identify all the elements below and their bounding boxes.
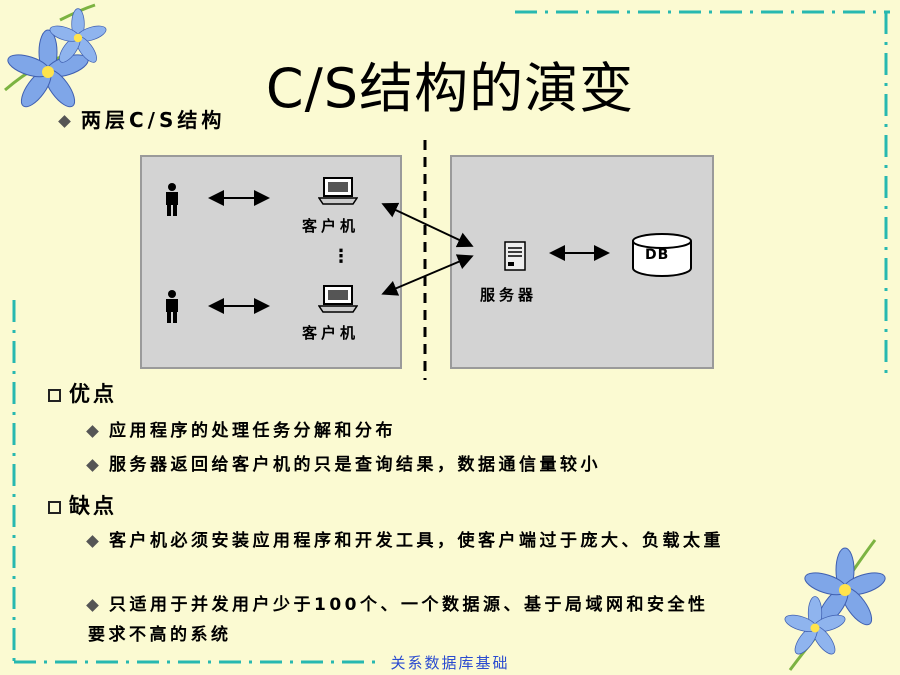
database-icon — [632, 233, 692, 277]
server-icon — [504, 241, 526, 271]
list-item-text: 服务器返回给客户机的只是查询结果，数据通信量较小 — [109, 455, 601, 475]
diagram-subtitle: 两层C/S结构 — [58, 104, 226, 133]
disadvantages-heading: 缺点 — [48, 490, 117, 520]
diamond-bullet-icon — [86, 458, 99, 472]
server-label: 服务器 — [480, 286, 538, 304]
list-item: 应用程序的处理任务分解和分布 — [86, 416, 396, 446]
diamond-bullet-icon — [86, 424, 99, 438]
list-item-text: 只适用于并发用户少于100个、一个数据源、基于局域网和安全性要求不高的系统 — [88, 595, 709, 645]
diamond-bullet-icon — [86, 534, 99, 548]
laptop-icon — [318, 285, 358, 313]
client-label: 客户机 — [302, 217, 360, 235]
slide-title: C/S结构的演变 — [265, 57, 635, 120]
disadvantages-heading-text: 缺点 — [69, 494, 117, 518]
list-item-text: 应用程序的处理任务分解和分布 — [109, 421, 396, 441]
advantages-heading-text: 优点 — [69, 382, 117, 406]
database-label: DB — [645, 247, 670, 263]
list-item: 只适用于并发用户少于100个、一个数据源、基于局域网和安全性要求不高的系统 — [86, 590, 728, 650]
flower-decoration-top-left — [4, 3, 107, 108]
diamond-bullet-icon — [86, 598, 99, 612]
list-item: 客户机必须安装应用程序和开发工具，使客户端过于庞大、负载太重 — [86, 526, 748, 556]
client-panel — [140, 155, 402, 369]
client-label: 客户机 — [302, 324, 360, 342]
list-item-text: 客户机必须安装应用程序和开发工具，使客户端过于庞大、负载太重 — [109, 531, 724, 551]
laptop-icon — [318, 177, 358, 205]
ellipsis-marker: ⋮ — [332, 246, 354, 267]
user-icon — [166, 290, 178, 323]
user-icon — [166, 183, 178, 216]
square-bullet-icon — [48, 388, 61, 402]
square-bullet-icon — [48, 500, 61, 514]
slide-footer: 关系数据库基础 — [390, 654, 510, 672]
diagram-subtitle-text: 两层C/S结构 — [81, 108, 226, 132]
advantages-heading: 优点 — [48, 378, 117, 408]
list-item: 服务器返回给客户机的只是查询结果，数据通信量较小 — [86, 450, 601, 480]
flower-decoration-bottom-right — [784, 539, 886, 671]
